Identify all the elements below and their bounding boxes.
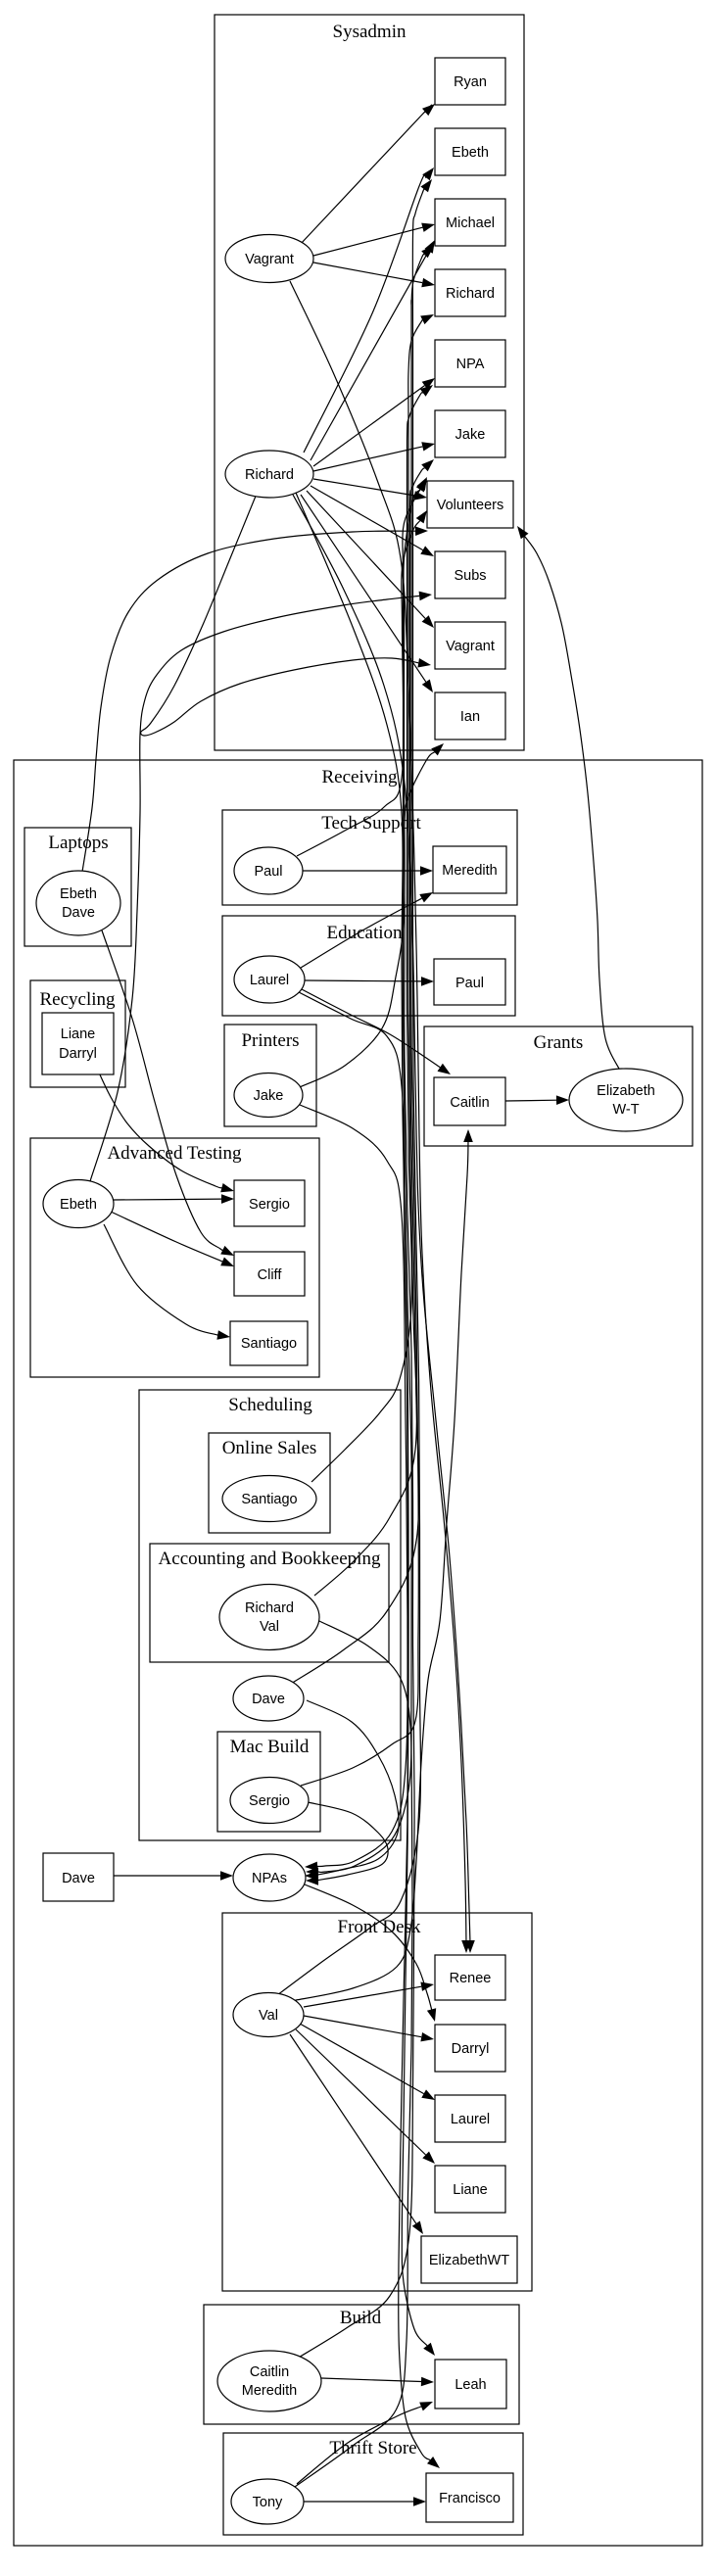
svg-text:NPA: NPA (456, 357, 485, 372)
svg-text:Online Sales: Online Sales (222, 1438, 317, 1458)
svg-text:Vagrant: Vagrant (446, 639, 495, 654)
svg-text:Dave: Dave (62, 905, 95, 921)
svg-text:Sergio: Sergio (249, 1197, 290, 1213)
svg-text:Leah: Leah (455, 2377, 486, 2393)
svg-text:Mac Build: Mac Build (230, 1737, 310, 1757)
svg-text:Darryl: Darryl (59, 1046, 97, 1062)
svg-text:Jake: Jake (254, 1088, 284, 1104)
svg-text:Elizabeth: Elizabeth (597, 1083, 655, 1099)
svg-text:Cliff: Cliff (258, 1267, 283, 1283)
svg-text:W-T: W-T (612, 1102, 639, 1118)
svg-text:Advanced Testing: Advanced Testing (107, 1143, 242, 1164)
svg-text:Receiving: Receiving (321, 767, 398, 787)
svg-text:Francisco: Francisco (439, 2491, 501, 2506)
svg-text:Printers: Printers (241, 1030, 299, 1051)
svg-text:Ebeth: Ebeth (452, 145, 489, 161)
svg-text:Tony: Tony (253, 2495, 283, 2510)
svg-text:Laptops: Laptops (48, 833, 108, 853)
svg-text:NPAs: NPAs (252, 1871, 287, 1886)
svg-text:Accounting and Bookkeeping: Accounting and Bookkeeping (159, 1549, 381, 1569)
svg-text:Meredith: Meredith (242, 2383, 297, 2399)
svg-text:Santiago: Santiago (241, 1492, 297, 1507)
svg-text:Thrift Store: Thrift Store (329, 2438, 416, 2458)
svg-text:Subs: Subs (454, 568, 486, 584)
svg-text:Richard: Richard (446, 286, 495, 302)
svg-text:Ryan: Ryan (454, 74, 487, 90)
svg-text:Grants: Grants (534, 1032, 584, 1053)
svg-text:Santiago: Santiago (241, 1336, 297, 1352)
svg-text:Paul: Paul (254, 864, 282, 880)
svg-text:Sergio: Sergio (249, 1793, 290, 1809)
svg-text:Front Desk: Front Desk (338, 1917, 421, 1937)
svg-text:Caitlin: Caitlin (250, 2364, 289, 2380)
svg-text:Meredith: Meredith (442, 863, 497, 879)
svg-text:Vagrant: Vagrant (245, 252, 294, 267)
svg-text:Tech Support: Tech Support (321, 813, 421, 834)
svg-text:Liane: Liane (61, 1026, 95, 1042)
svg-text:Laurel: Laurel (451, 2112, 490, 2127)
svg-text:Laurel: Laurel (250, 973, 289, 988)
svg-text:Renee: Renee (450, 1971, 492, 1986)
svg-text:Volunteers: Volunteers (437, 498, 504, 513)
svg-text:Liane: Liane (453, 2182, 487, 2198)
svg-text:Caitlin: Caitlin (450, 1095, 489, 1111)
svg-text:Scheduling: Scheduling (228, 1395, 312, 1415)
svg-text:Richard: Richard (245, 1600, 294, 1616)
svg-text:Education: Education (326, 923, 403, 943)
svg-text:Ebeth: Ebeth (60, 886, 97, 902)
svg-text:Sysadmin: Sysadmin (333, 22, 407, 42)
svg-text:Michael: Michael (446, 215, 495, 231)
svg-text:Val: Val (259, 2008, 278, 2024)
svg-text:Ian: Ian (460, 709, 480, 725)
svg-text:Richard: Richard (245, 467, 294, 483)
svg-text:Dave: Dave (62, 1871, 95, 1886)
svg-text:Recycling: Recycling (39, 989, 116, 1010)
svg-text:Jake: Jake (455, 427, 486, 443)
svg-text:ElizabethWT: ElizabethWT (429, 2253, 509, 2268)
svg-text:Dave: Dave (252, 1692, 285, 1707)
svg-text:Ebeth: Ebeth (60, 1197, 97, 1213)
svg-text:Paul: Paul (455, 976, 484, 991)
svg-text:Val: Val (260, 1619, 279, 1635)
svg-text:Darryl: Darryl (452, 2041, 490, 2057)
